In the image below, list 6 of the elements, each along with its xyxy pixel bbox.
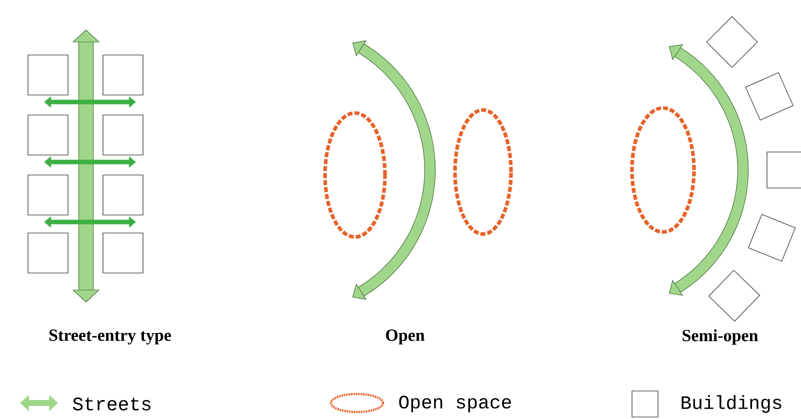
panel-title: Semi-open	[682, 329, 758, 345]
legend-label: Open space	[399, 396, 511, 412]
panel-title: Open	[386, 330, 425, 344]
panel-title: Street-entry type	[49, 330, 171, 344]
legend-label: Buildings	[682, 395, 782, 413]
legend-label: Streets	[72, 398, 150, 410]
